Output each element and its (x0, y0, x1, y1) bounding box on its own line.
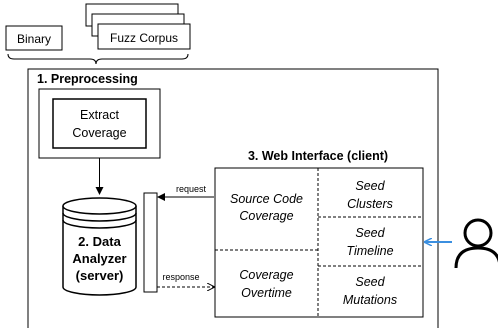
analyzer-line1: 2. Data (78, 234, 121, 249)
web-interface-title: 3. Web Interface (client) (248, 149, 388, 163)
source-code-line2: Coverage (239, 209, 293, 223)
response-label: response (162, 272, 199, 282)
analyzer-line2: Analyzer (72, 251, 126, 266)
timeline-line2: Timeline (346, 244, 393, 258)
user-icon (454, 218, 498, 269)
fuzz-corpus-label: Fuzz Corpus (110, 31, 178, 45)
binary-box: Binary (5, 25, 63, 51)
overtime-line1: Coverage (239, 268, 293, 282)
seed-clusters-view[interactable]: Seed Clusters (347, 179, 393, 211)
clusters-line2: Clusters (347, 197, 393, 211)
mutations-line1: Seed (355, 275, 385, 289)
extract-coverage-box: Extract Coverage (38, 88, 161, 159)
coverage-overtime-view[interactable]: Coverage Overtime (239, 268, 293, 300)
source-code-line1: Source Code (230, 192, 303, 206)
binary-label: Binary (17, 32, 51, 46)
mutations-line2: Mutations (343, 293, 397, 307)
preprocessing-title: 1. Preprocessing (37, 72, 138, 86)
overtime-line2: Overtime (241, 286, 292, 300)
input-brace (7, 53, 189, 65)
database-cylinder-icon: 2. Data Analyzer (server) (62, 197, 137, 296)
source-code-coverage-view[interactable]: Source Code Coverage (230, 192, 303, 223)
extract-line1: Extract (80, 108, 119, 122)
web-interface-panel (214, 167, 424, 318)
pipeline-container (27, 68, 439, 328)
fuzz-corpus-stack: Fuzz Corpus (85, 3, 191, 50)
seed-timeline-view[interactable]: Seed Timeline (346, 226, 393, 258)
request-label: request (176, 184, 207, 194)
api-bar (143, 192, 158, 293)
extract-line2: Coverage (72, 126, 126, 140)
clusters-line1: Seed (355, 179, 385, 193)
timeline-line1: Seed (355, 226, 385, 240)
analyzer-line3: (server) (76, 268, 124, 283)
seed-mutations-view[interactable]: Seed Mutations (343, 275, 397, 307)
